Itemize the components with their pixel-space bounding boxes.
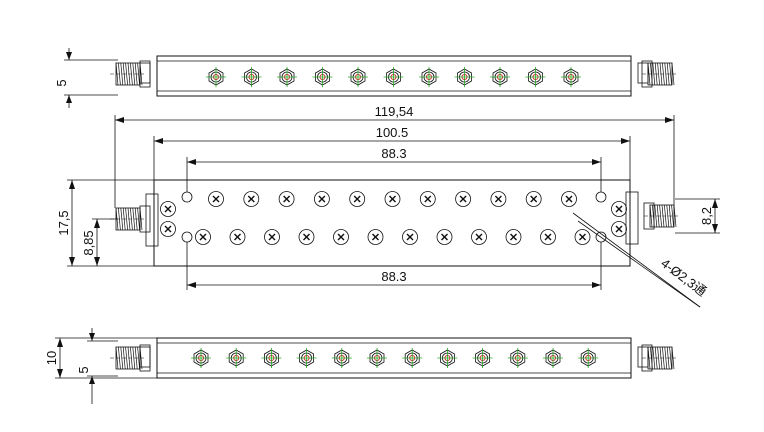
tuning-screw (277, 67, 297, 87)
overall-length-dim: 119,54 (375, 104, 414, 119)
tuning-screw (505, 229, 522, 245)
right-connector-height-dim: 8,2 (699, 207, 714, 225)
bottom-view: 10 5 (44, 328, 678, 404)
body-length-dim: 100.5 (376, 125, 409, 140)
bottom-view-height-dim: 10 (44, 351, 59, 365)
connector-height-dim: 8,85 (81, 230, 96, 255)
tuning-screw (525, 191, 542, 207)
top-view-left-connector (110, 60, 151, 88)
tuning-screw (333, 229, 349, 245)
bottom-view-left-connector (110, 344, 151, 372)
top-view-height-dim: 5 (54, 79, 69, 86)
front-view-right-connector (611, 191, 680, 245)
tuning-screw (578, 348, 599, 368)
tuning-screw (191, 348, 211, 368)
tuning-screw (507, 348, 528, 368)
tuning-screw (436, 229, 453, 245)
bottom-view-connector-dim: 5 (76, 366, 91, 373)
tuning-screw (543, 348, 563, 368)
tuning-screw (402, 229, 418, 245)
tuning-screw (384, 191, 401, 207)
tuning-screw (264, 229, 280, 245)
tuning-screw (296, 348, 317, 368)
tuning-screw (383, 67, 404, 87)
top-view-body (156, 55, 632, 97)
tuning-screw (611, 201, 627, 217)
front-view: 119,54 100.5 88.3 88.3 17,5 8, (56, 104, 720, 308)
hole-spacing-bottom-dim: 88.3 (381, 269, 406, 284)
tuning-screw (490, 191, 507, 207)
tuning-screw (561, 67, 581, 87)
front-view-top-screw-row (208, 191, 577, 207)
tuning-screw (455, 191, 472, 207)
tuning-screw (160, 221, 176, 237)
tuning-screw (611, 221, 627, 237)
tuning-screw (540, 229, 556, 245)
tuning-screw (206, 67, 226, 87)
tuning-screw (313, 191, 330, 207)
tuning-screw (261, 348, 282, 368)
hole-callout: 4-Ø2,3通 (658, 255, 709, 299)
tuning-screw (367, 348, 387, 368)
tuning-screw (312, 67, 333, 87)
tuning-screw (278, 191, 295, 207)
tuning-screw (454, 67, 475, 87)
hole-spacing-top-dim: 88.3 (381, 146, 406, 161)
tuning-screw (561, 191, 577, 207)
tuning-screw (243, 191, 260, 207)
tuning-screw (419, 191, 436, 207)
tuning-screw (472, 348, 493, 368)
bottom-view-right-connector (637, 344, 678, 372)
tuning-screw (402, 348, 423, 368)
tuning-screw (229, 229, 246, 245)
tuning-screw (241, 67, 262, 87)
tuning-screw (298, 229, 315, 245)
tuning-screw (574, 229, 591, 245)
tuning-screw (331, 348, 352, 368)
tuning-screw (348, 67, 368, 87)
tuning-screw (208, 191, 224, 207)
tuning-screw (525, 67, 546, 87)
top-view: 5 (54, 48, 678, 108)
tuning-screw (160, 201, 176, 217)
tuning-screw (349, 191, 366, 207)
tuning-screw (226, 348, 247, 368)
tuning-screw (471, 229, 487, 245)
tuning-screw (419, 67, 439, 87)
top-view-screw-row (206, 67, 581, 87)
front-view-body (153, 179, 631, 267)
tuning-screw (367, 229, 384, 245)
bottom-view-screw-row (191, 348, 599, 368)
tuning-screw (490, 67, 510, 87)
top-view-right-connector (637, 60, 678, 88)
tuning-screw (437, 348, 458, 368)
body-height-dim: 17,5 (56, 210, 71, 235)
tuning-screw (195, 229, 211, 245)
front-view-bottom-screw-row (195, 229, 591, 245)
